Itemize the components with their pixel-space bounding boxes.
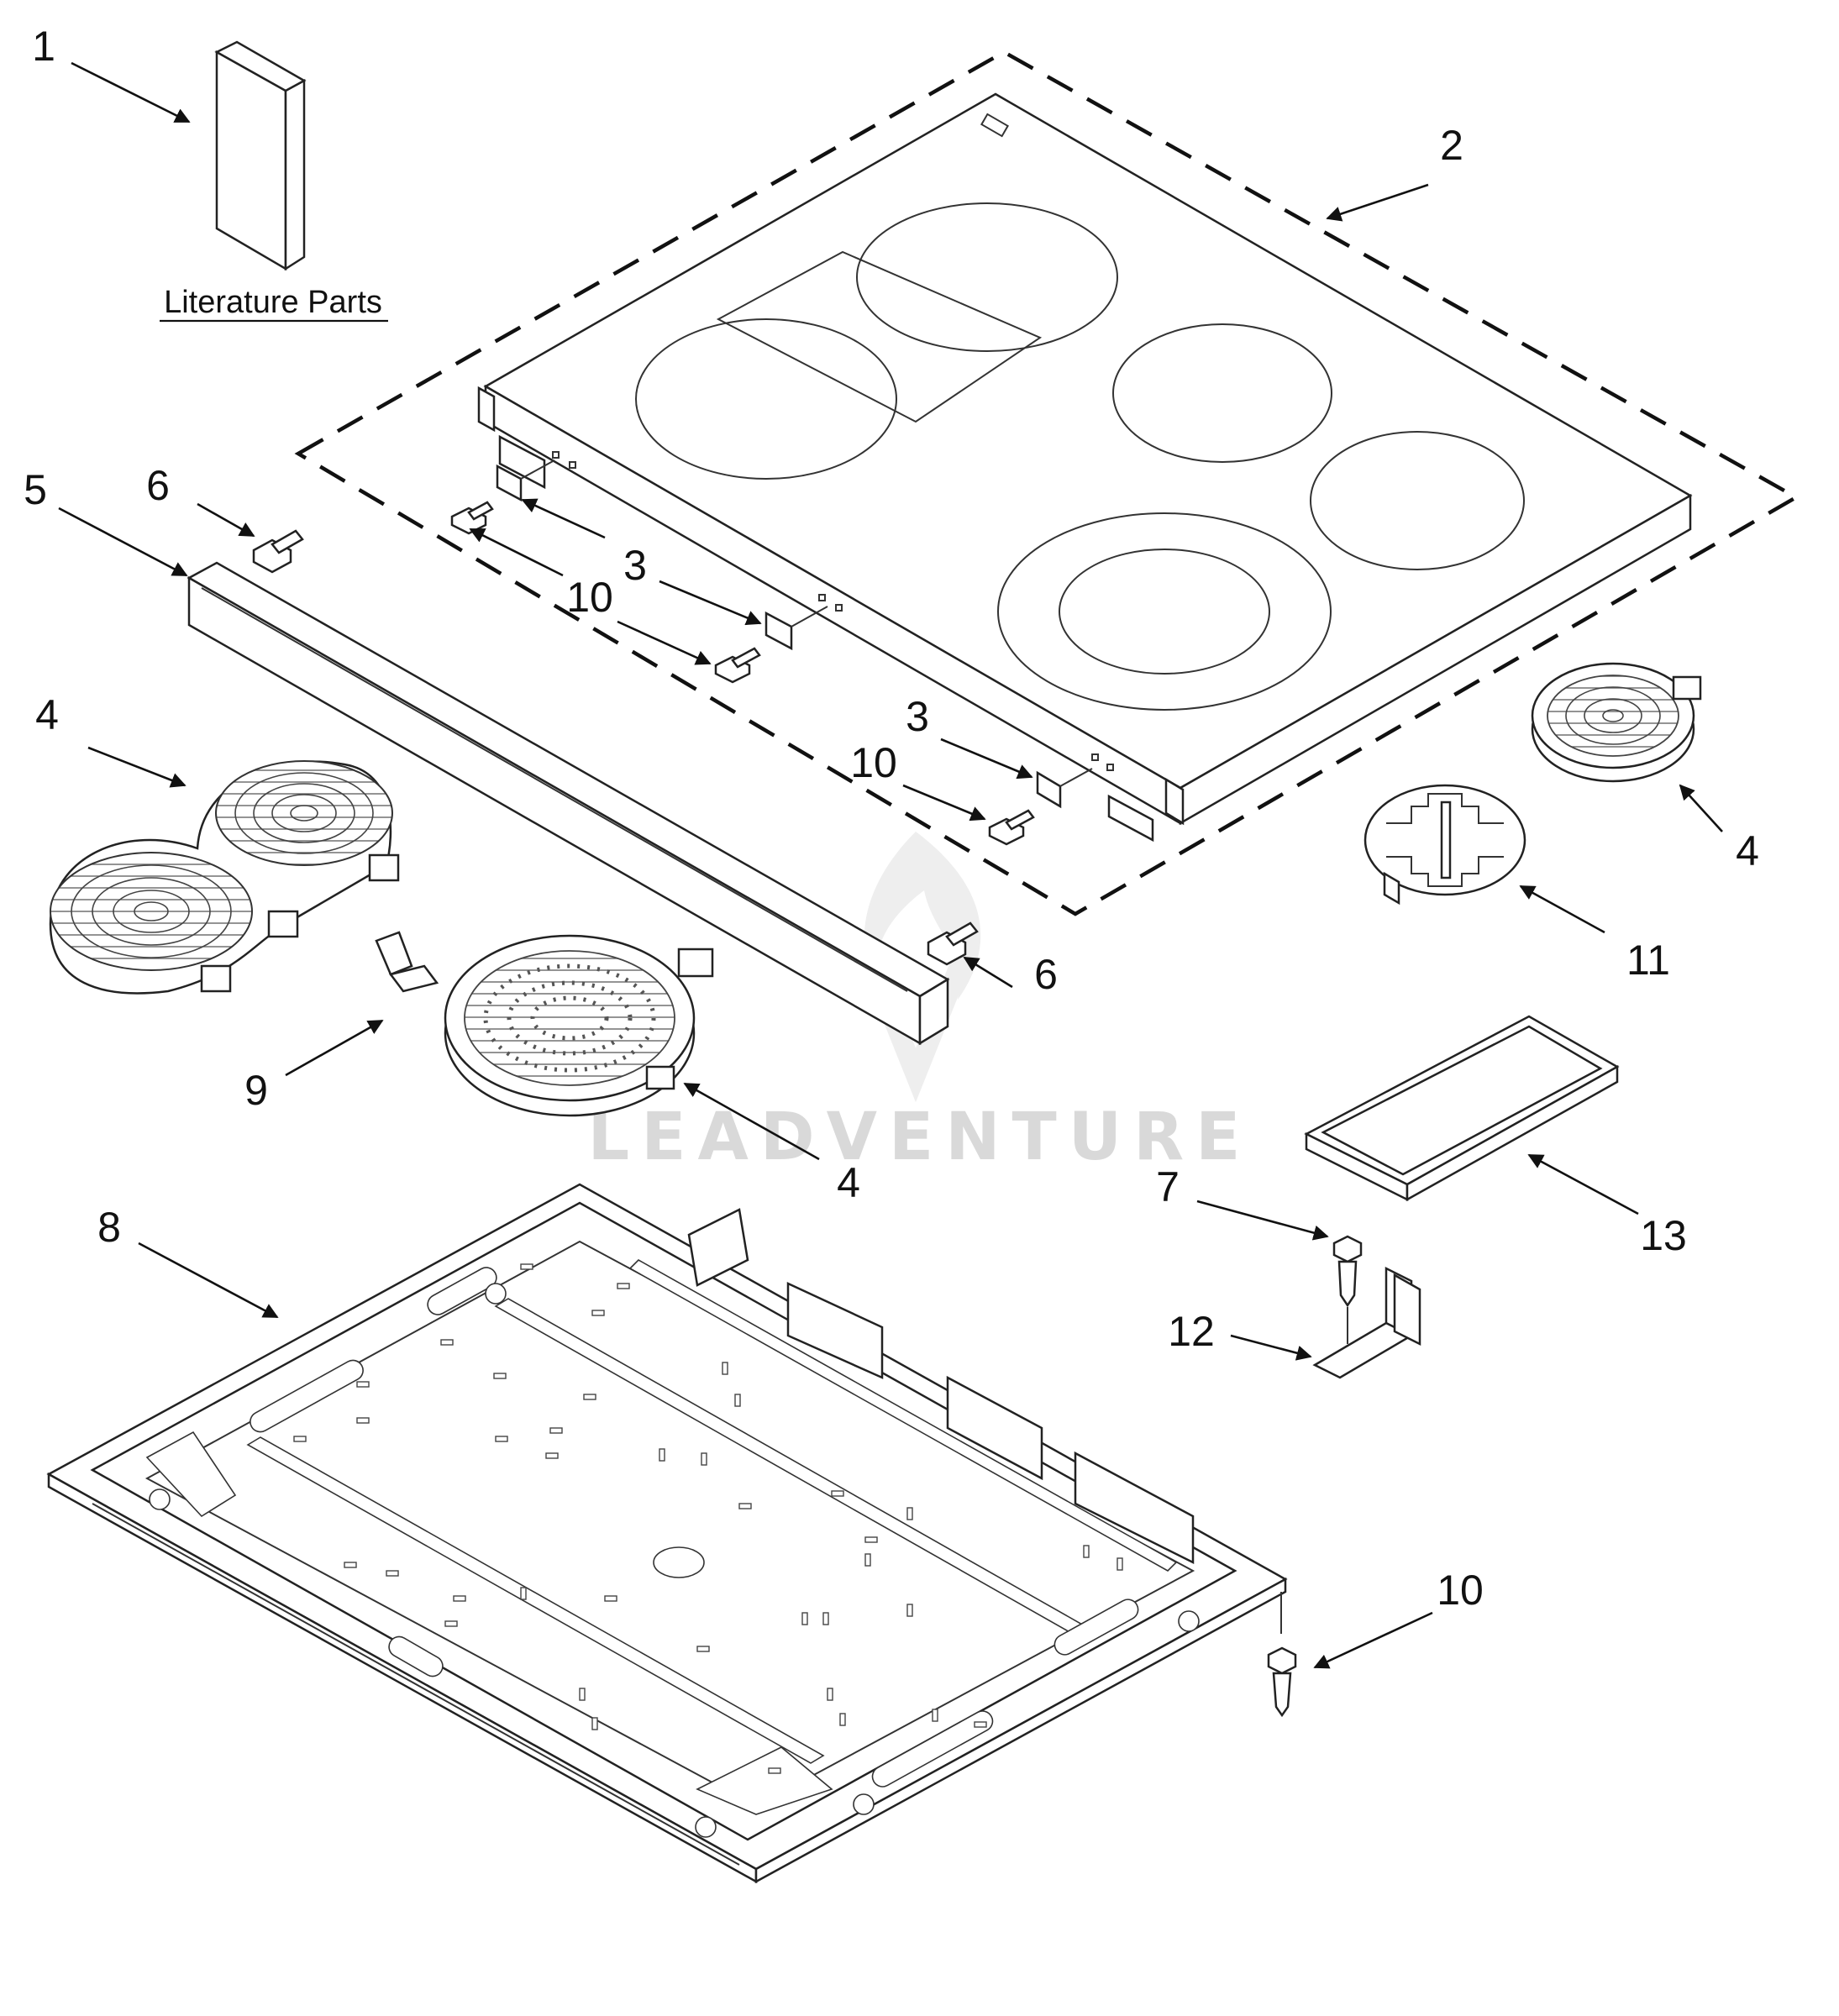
- part-4-dual-element: [49, 760, 400, 995]
- callout-13: 13: [1640, 1212, 1687, 1259]
- callout-1: 1: [32, 23, 55, 70]
- part-4-radiant-element-center: [444, 934, 714, 1117]
- callout-6b: 6: [1034, 951, 1058, 998]
- callout-4b: 4: [837, 1159, 860, 1206]
- leader-9: [285, 1019, 384, 1077]
- callout-9: 9: [244, 1067, 268, 1114]
- part-3-clip-b: [764, 606, 828, 651]
- leader-10b: [902, 784, 986, 822]
- literature-parts-label: Literature Parts: [164, 285, 382, 320]
- leader-3b: [940, 738, 1033, 780]
- leader-3a-right: [659, 580, 762, 626]
- part-10-screw-a: [450, 501, 494, 535]
- part-1-literature-booklet: Literature Parts: [160, 40, 388, 323]
- cooktop-front-brackets: [477, 386, 1185, 843]
- leader-13: [1527, 1153, 1639, 1215]
- leader-4b: [683, 1082, 820, 1161]
- part-10-screw-b: [714, 647, 761, 684]
- leader-4c: [1679, 784, 1723, 832]
- leader-6b: [963, 956, 1013, 989]
- leader-5: [58, 507, 188, 577]
- part-12-bracket: [1312, 1266, 1421, 1379]
- callout-10c: 10: [1437, 1567, 1484, 1614]
- callout-4a: 4: [35, 691, 59, 738]
- bottom-panel-louvers: [293, 1263, 1123, 1774]
- callout-12: 12: [1168, 1308, 1215, 1355]
- part-3-clip-c: [1036, 768, 1093, 809]
- callout-3a: 3: [623, 542, 647, 589]
- part-6-screw-b: [927, 921, 979, 966]
- leader-10c: [1313, 1611, 1433, 1669]
- leader-10a-right: [617, 620, 712, 665]
- leader-8: [138, 1242, 279, 1319]
- part-3-clip-a: [496, 459, 555, 502]
- part-11-heat-shield: [1363, 784, 1526, 906]
- leader-3a-left: [521, 498, 606, 539]
- leader-2: [1326, 183, 1429, 222]
- part-10-screw-c: [988, 809, 1035, 846]
- part-4-radiant-element-right: [1531, 662, 1702, 783]
- leader-10a-left: [469, 528, 564, 577]
- part-2-cooktop-glass: [477, 92, 1693, 843]
- leader-6a: [197, 502, 255, 538]
- callout-11: 11: [1626, 937, 1670, 984]
- part-13-tray: [1304, 1015, 1620, 1202]
- leader-12: [1230, 1334, 1312, 1361]
- part-10-screw-d: [1267, 1592, 1297, 1718]
- callout-labels: 1 2 3 3 4 4 4 5 6 6 7 8 9 10 10 10 11 12…: [24, 23, 1759, 1614]
- part-6-screw-a: [252, 529, 304, 574]
- callout-10b: 10: [850, 739, 897, 786]
- callout-5: 5: [24, 466, 47, 513]
- leader-11: [1519, 885, 1605, 934]
- callout-8: 8: [97, 1204, 121, 1251]
- leader-arrows: [58, 61, 1723, 1669]
- part-8-bottom-panel: [46, 1183, 1288, 1884]
- leader-4a: [87, 746, 187, 788]
- part-9-bracket: [375, 931, 439, 993]
- leader-1: [71, 61, 191, 123]
- callout-4c: 4: [1736, 827, 1759, 874]
- watermark: LEADVENTURE: [588, 832, 1253, 1175]
- callout-10a: 10: [566, 574, 613, 621]
- callout-3b: 3: [906, 693, 929, 740]
- callout-6a: 6: [146, 462, 170, 509]
- callout-2: 2: [1440, 122, 1463, 169]
- part-7-screw: [1332, 1235, 1363, 1344]
- watermark-text: LEADVENTURE: [588, 1100, 1253, 1175]
- part-5-front-trim: [187, 561, 950, 1046]
- callout-7: 7: [1156, 1163, 1180, 1210]
- leader-7: [1196, 1200, 1329, 1241]
